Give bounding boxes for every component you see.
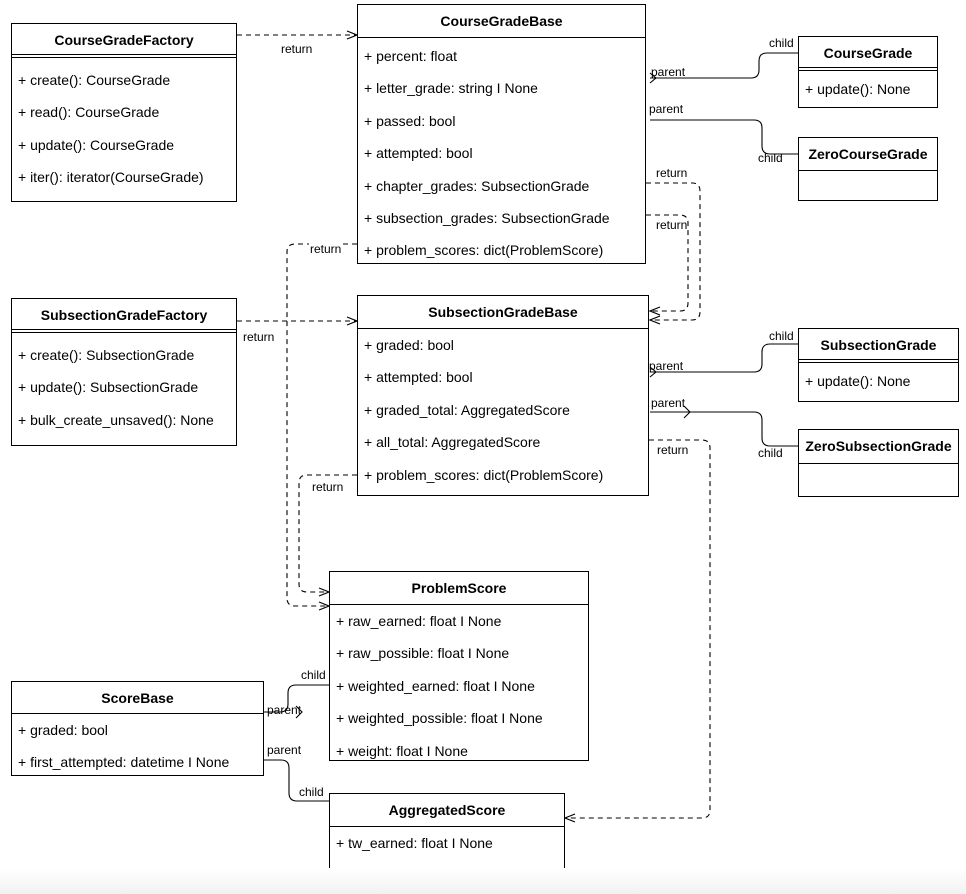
class-name: SubsectionGradeBase — [358, 296, 648, 329]
return-label: return — [311, 480, 345, 494]
child-label: child — [301, 668, 326, 682]
member: + subsection_grades: SubsectionGrade — [364, 209, 610, 226]
member: + tw_earned: float I None — [336, 835, 493, 851]
edge-course-problem-scores-return — [286, 243, 357, 606]
class-subsectiongradebase[interactable]: SubsectionGradeBase + graded: bool + att… — [357, 295, 649, 496]
window-bottom-edge — [0, 868, 966, 894]
member: + iter(): iterator(CourseGrade) — [18, 169, 204, 186]
edge-aggregatedscore-parent — [264, 759, 329, 802]
class-name: ProblemScore — [330, 572, 588, 605]
member: + weighted_possible: float I None — [336, 710, 543, 727]
member: + chapter_grades: SubsectionGrade — [364, 177, 590, 194]
member: + update(): None — [805, 81, 911, 97]
child-label: child — [299, 785, 324, 799]
member: + letter_grade: string I None — [364, 80, 538, 97]
edge-subsectiongrade-parent — [650, 343, 798, 373]
parent-label: parent — [651, 396, 686, 410]
member: + update(): CourseGrade — [18, 136, 175, 153]
return-label: return — [656, 166, 688, 180]
class-name: ZeroSubsectionGrade — [799, 430, 958, 464]
class-name: SubsectionGrade — [799, 329, 958, 363]
class-name: ZeroCourseGrade — [799, 138, 937, 171]
member: + all_total: AggregatedScore — [364, 434, 541, 451]
edge-subsection-problem-scores-return — [298, 474, 357, 592]
member: + problem_scores: dict(ProblemScore) — [364, 242, 604, 259]
parent-label: parent — [651, 65, 686, 79]
edge-chapter-grades-return — [646, 182, 701, 320]
member: + read(): CourseGrade — [18, 104, 160, 121]
member: + raw_earned: float I None — [336, 613, 502, 629]
edge-subsection-grades-return — [646, 214, 689, 311]
edge-zerocoursegrade-parent — [650, 119, 798, 155]
child-label: child — [769, 329, 794, 343]
edge-coursegrade-parent — [650, 52, 798, 79]
member: + percent: float — [364, 48, 458, 64]
return-label: return — [656, 218, 688, 232]
class-subsectiongrade[interactable]: SubsectionGrade + update(): None — [798, 328, 959, 402]
return-label: return — [280, 42, 314, 56]
return-label: return — [309, 242, 343, 256]
parent-label: parent — [267, 703, 302, 717]
member: + update(): SubsectionGrade — [18, 379, 199, 396]
child-label: child — [758, 151, 783, 165]
edge-problemscore-parent — [264, 684, 329, 713]
parent-label: parent — [649, 359, 684, 373]
member: + attempted: bool — [364, 369, 473, 386]
member: + passed: bool — [364, 112, 456, 129]
class-scorebase[interactable]: ScoreBase + graded: bool + first_attempt… — [11, 681, 264, 776]
member: + create(): SubsectionGrade — [18, 347, 195, 363]
edge-zerosubsectiongrade-parent — [650, 411, 798, 447]
child-label: child — [758, 446, 783, 460]
class-name: ScoreBase — [12, 682, 263, 714]
class-coursegrade[interactable]: CourseGrade + update(): None — [798, 36, 938, 108]
member: + graded: bool — [18, 722, 108, 738]
return-label: return — [657, 443, 689, 457]
edge-all-total-return — [565, 439, 711, 818]
return-label: return — [242, 330, 276, 344]
member: + bulk_create_unsaved(): None — [18, 411, 214, 428]
class-name: AggregatedScore — [330, 794, 564, 827]
class-coursegradefactory[interactable]: CourseGradeFactory + create(): CourseGra… — [11, 23, 237, 202]
class-name: CourseGrade — [799, 37, 937, 71]
class-zerosubsectiongrade[interactable]: ZeroSubsectionGrade — [798, 429, 959, 497]
class-zerocoursegrade[interactable]: ZeroCourseGrade — [798, 137, 938, 201]
member: + graded_total: AggregatedScore — [364, 401, 570, 418]
member: + first_attempted: datetime I None — [18, 754, 230, 771]
parent-label: parent — [649, 102, 684, 116]
member: + graded: bool — [364, 337, 454, 353]
class-coursegradebase[interactable]: CourseGradeBase + percent: float + lette… — [357, 4, 646, 264]
class-problemscore[interactable]: ProblemScore + raw_earned: float I None … — [329, 571, 589, 761]
member: + update(): None — [805, 373, 911, 389]
class-name: SubsectionGradeFactory — [12, 299, 236, 333]
member: + attempted: bool — [364, 145, 473, 162]
parent-label: parent — [267, 743, 302, 757]
member: + raw_possible: float I None — [336, 645, 510, 662]
member: + weighted_earned: float I None — [336, 677, 535, 694]
member: + problem_scores: dict(ProblemScore) — [364, 466, 604, 483]
child-label: child — [769, 36, 794, 50]
class-name: CourseGradeBase — [358, 5, 645, 38]
member: + weight: float I None — [336, 742, 468, 759]
member: + create(): CourseGrade — [18, 72, 171, 88]
class-name: CourseGradeFactory — [12, 24, 236, 58]
class-subsectiongradefactory[interactable]: SubsectionGradeFactory + create(): Subse… — [11, 298, 237, 446]
